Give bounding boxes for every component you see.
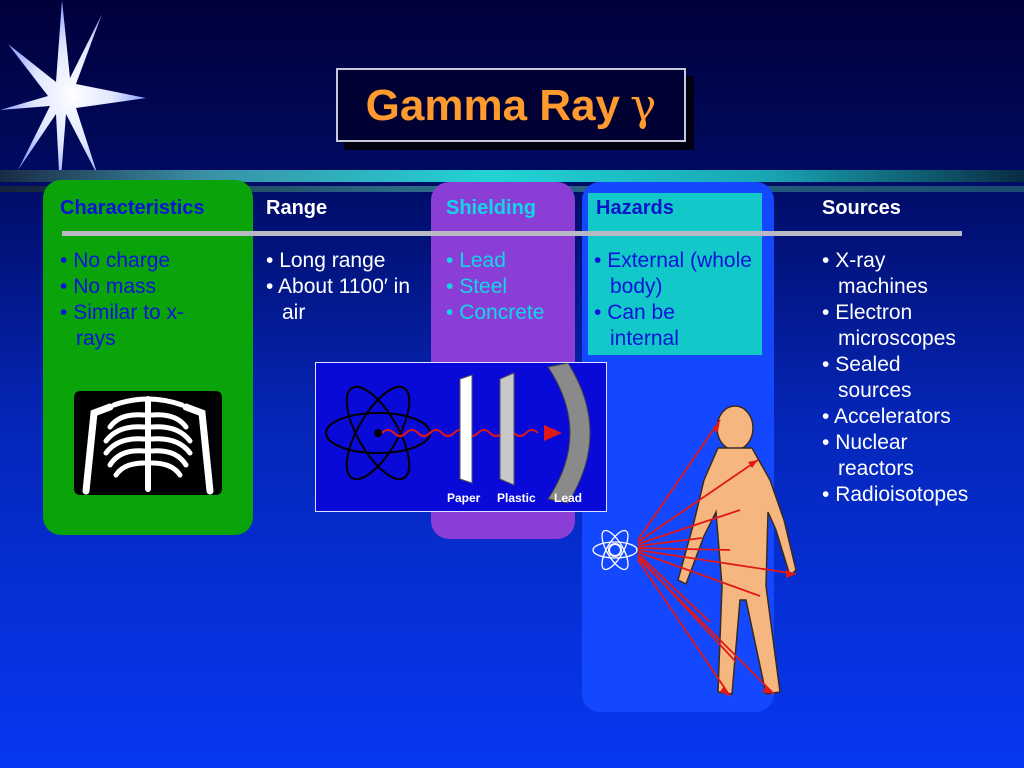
list-item: Electron microscopes (822, 300, 1008, 352)
hazards-header: Hazards (596, 197, 674, 219)
header-divider (62, 231, 962, 236)
hazards-list: External (whole body) Can be internal (594, 248, 762, 352)
shielding-header: Shielding (446, 197, 536, 219)
list-item: Accelerators (822, 404, 1012, 430)
sources-header: Sources (822, 197, 901, 219)
characteristics-list: No charge No mass Similar to x-rays (60, 248, 240, 352)
lead-label: Lead (554, 491, 583, 505)
range-list: Long range About 1100′ in air (266, 248, 426, 326)
list-item: About 1100′ in air (266, 274, 426, 326)
list-item: Radioisotopes (822, 482, 1012, 508)
shielding-list: Lead Steel Concrete (446, 248, 576, 326)
list-item: Steel (446, 274, 576, 300)
characteristics-header: Characteristics (60, 197, 205, 219)
xray-skeleton-icon (74, 391, 222, 495)
list-item: No mass (60, 274, 240, 300)
starburst-icon (0, 0, 146, 190)
accent-band (0, 170, 1024, 182)
paper-label: Paper (447, 491, 481, 505)
range-header: Range (266, 197, 328, 219)
list-item: Can be internal (594, 300, 730, 352)
gamma-symbol: γ (630, 79, 657, 131)
list-item: Nuclear reactors (822, 430, 968, 482)
sources-list: X-ray machines Electron microscopes Seal… (822, 248, 1012, 508)
list-item: Concrete (446, 300, 576, 326)
shielding-diagram: Paper Plastic Lead (315, 362, 607, 512)
list-item: No charge (60, 248, 240, 274)
plastic-label: Plastic (497, 491, 536, 505)
list-item: X-ray machines (822, 248, 968, 300)
list-item: Similar to x-rays (60, 300, 186, 352)
list-item: Lead (446, 248, 576, 274)
list-item: External (whole body) (594, 248, 762, 300)
atom-icon (325, 363, 591, 504)
list-item: Sealed sources (822, 352, 968, 404)
list-item: Long range (266, 248, 426, 274)
human-figure-icon (592, 405, 797, 697)
